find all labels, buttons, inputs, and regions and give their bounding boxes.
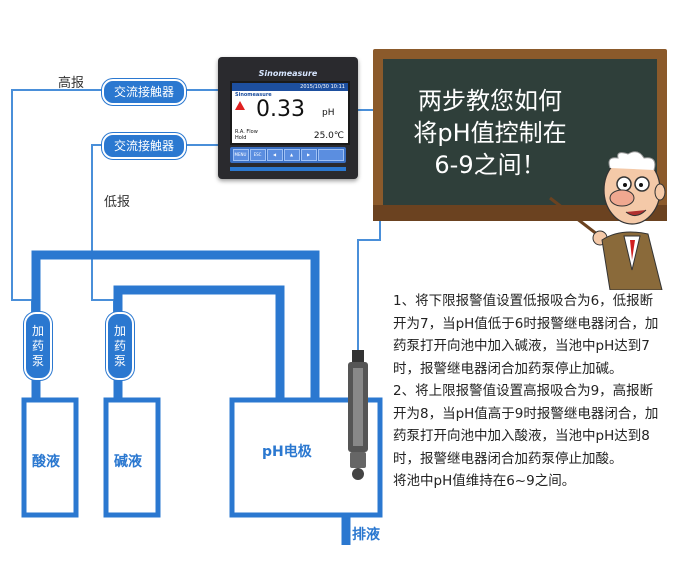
tank-acid — [21, 397, 79, 518]
up-key[interactable]: ▲ — [283, 149, 300, 161]
relay-low: 交流接触器 — [102, 133, 187, 159]
tank-acid-label: 酸液 — [32, 454, 60, 470]
wire-high-to-pump — [11, 89, 104, 330]
chalkboard-line: 6-9之间！ — [434, 151, 546, 179]
esc-key[interactable]: ESC — [249, 149, 266, 161]
ph-electrode-label: pH电极 — [262, 444, 312, 460]
tank-base-label: 碱液 — [114, 454, 142, 470]
screen-left-status: R.A. Flow Hold — [235, 129, 258, 141]
temperature-reading: 25.0℃ — [313, 131, 344, 141]
pump-char: 泵 — [113, 353, 126, 368]
screen-status-bar: 2015/10/30 10:11 — [232, 83, 348, 91]
right-key[interactable]: ▶ — [300, 149, 317, 161]
low-alarm-label: 低报 — [104, 195, 131, 210]
high-alarm-label: 高报 — [58, 76, 85, 91]
drain-label: 排液 — [352, 527, 380, 543]
pump-char: 加 — [113, 323, 126, 338]
meter-screen: 2015/10/30 10:11 Sinomeasure 0.33 pH R.A… — [230, 81, 350, 145]
dosing-pump-base: 加 药 泵 — [106, 312, 134, 380]
chalkboard-title: 两步教您如何 将pH值控制在 6-9之间！ — [383, 85, 597, 181]
enter-key[interactable] — [317, 149, 344, 161]
status-line: R.A. Flow — [235, 129, 258, 135]
meter-foot-strip — [230, 167, 346, 171]
wire-electrode — [357, 109, 381, 360]
instruction-step-1: 1、将下限报警值设置低报吸合为6，低报断开为7，当pH值低于6时报警继电器闭合，… — [393, 293, 659, 377]
left-key[interactable]: ◀ — [266, 149, 283, 161]
pump-char: 泵 — [31, 353, 44, 368]
instruction-step-2: 2、将上限报警值设置高报吸合为9，高报断开为8，当pH值高于9时报警继电器闭合，… — [393, 383, 659, 467]
chalk-tray — [373, 205, 667, 221]
chalkboard-line: 将pH值控制在 — [413, 119, 567, 147]
instruction-summary: 将池中pH值维持在6~9之间。 — [393, 473, 576, 489]
professor-illustration — [549, 151, 666, 290]
ph-reading: 0.33 — [256, 97, 305, 122]
warning-icon — [235, 101, 245, 110]
meter-keypad: MENU ESC ◀ ▲ ▶ — [230, 147, 346, 163]
meter-brand: Sinomeasure — [258, 69, 318, 78]
dosing-pump-acid: 加 药 泵 — [24, 312, 52, 380]
menu-key[interactable]: MENU — [232, 149, 249, 161]
relay-high: 交流接触器 — [102, 79, 187, 105]
screen-brand: Sinomeasure — [235, 92, 272, 98]
ph-meter: Sinomeasure 2015/10/30 10:11 Sinomeasure… — [218, 57, 358, 179]
chalkboard-line: 两步教您如何 — [418, 87, 562, 115]
wire-low-to-pump — [91, 144, 115, 318]
chalkboard: 两步教您如何 将pH值控制在 6-9之间！ — [373, 49, 667, 221]
tank-base — [103, 397, 161, 518]
status-line: Hold — [235, 135, 247, 141]
pump-char: 加 — [31, 323, 44, 338]
pump-char: 药 — [113, 338, 126, 353]
ph-unit: pH — [322, 108, 335, 118]
pump-char: 药 — [31, 338, 44, 353]
ph-electrode-probe — [348, 350, 368, 480]
instructions: 1、将下限报警值设置低报吸合为6，低报断开为7，当pH值低于6时报警继电器闭合，… — [393, 290, 665, 493]
